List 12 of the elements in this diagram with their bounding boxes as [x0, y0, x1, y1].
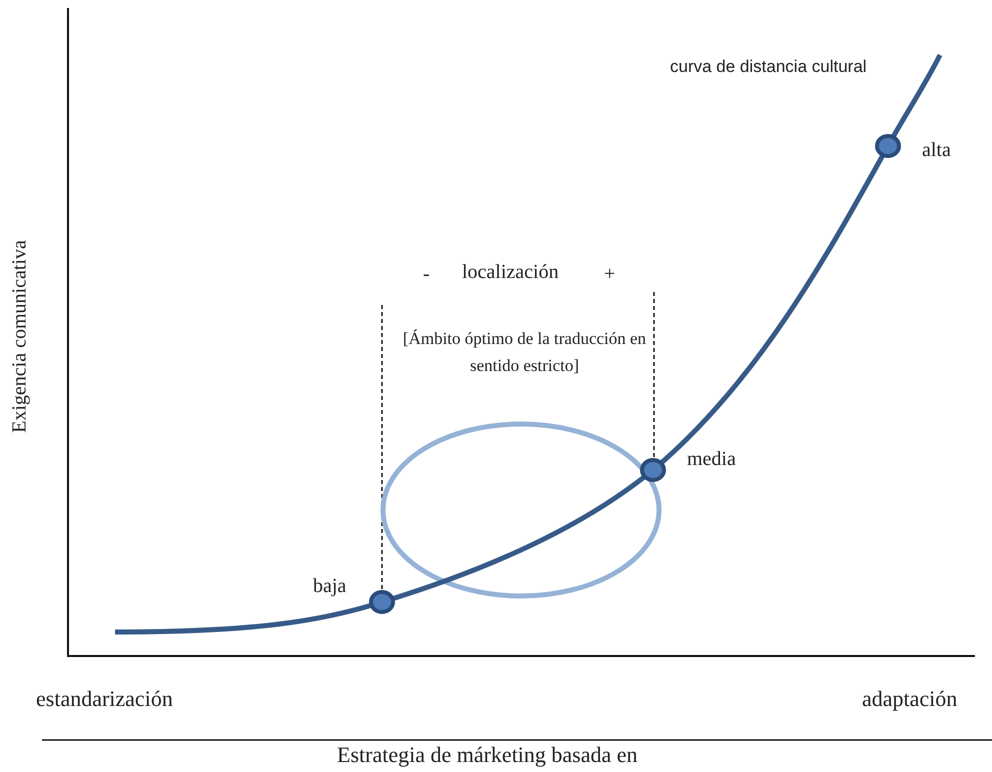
axis-title: Exigencia comunicativa [8, 239, 32, 435]
curve-label: curva de distancia cultural [670, 57, 867, 77]
axis-end-label: adaptación [862, 686, 958, 712]
point-label: media [687, 448, 736, 471]
range-note: [Ámbito óptimo de la traducción en sentido estricto] [402, 328, 648, 378]
point-label: baja [313, 575, 346, 598]
range-label: localización [462, 261, 559, 284]
axis-caption: Estrategia de márketing basada en [337, 742, 638, 768]
minus-sign: - [423, 263, 430, 286]
point-label: alta [922, 139, 951, 162]
axis-end-label: estandarización [36, 686, 173, 712]
plus-sign: + [604, 263, 616, 286]
